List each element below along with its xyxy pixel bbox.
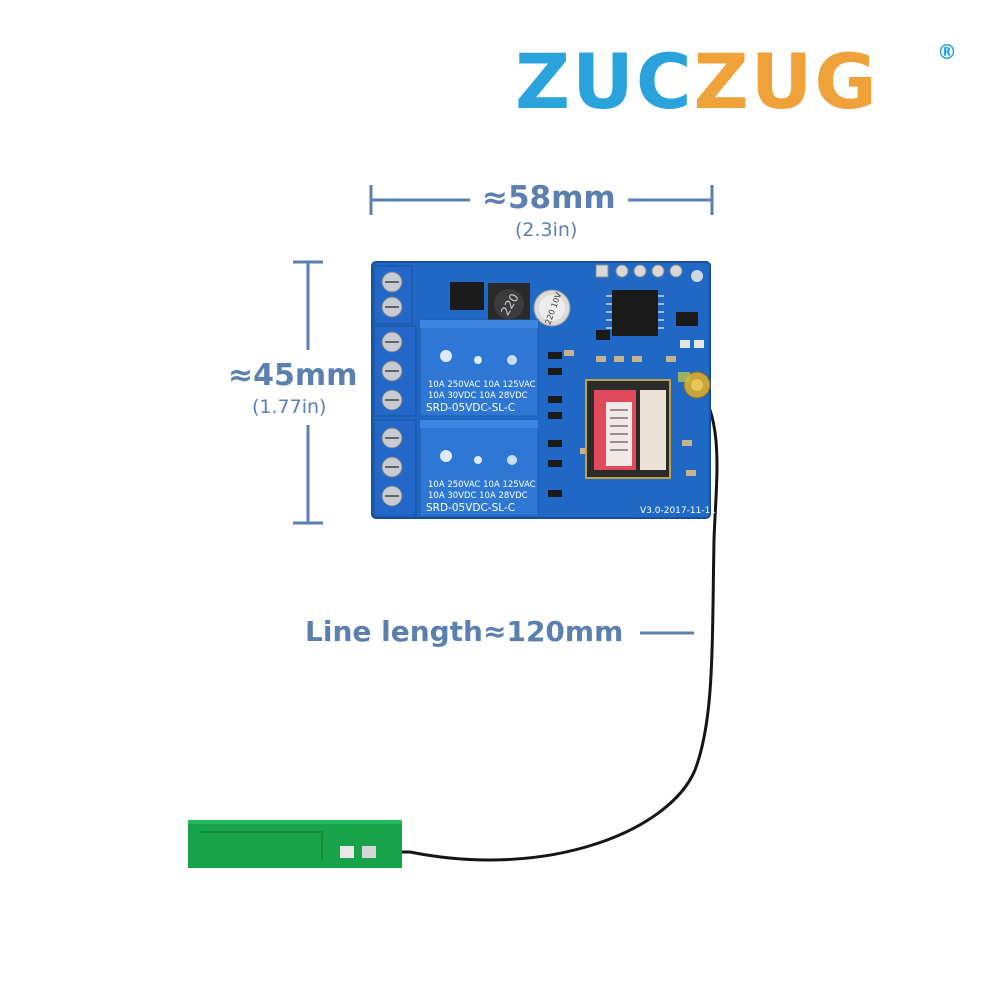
relay-2-rating-line1: 10A 250VAC 10A 125VAC xyxy=(428,480,536,490)
gsm-module xyxy=(585,379,671,479)
brand-logo: ZUCZUG ® xyxy=(515,40,957,122)
height-dimension-line xyxy=(293,260,323,525)
relay-1-rating-line1: 10A 250VAC 10A 125VAC xyxy=(428,380,536,390)
relay-board-pcb: 220 220 10V xyxy=(371,261,716,519)
line-length-label: Line length≈120mm xyxy=(305,615,624,648)
brand-logo-blue: ZUC xyxy=(515,37,694,126)
relay-2: 10A 250VAC 10A 125VAC 10A 30VDC 10A 28VD… xyxy=(419,419,539,517)
small-ic xyxy=(676,312,698,326)
version-silkscreen: V3.0-2017-11-11 xyxy=(640,506,716,516)
relay-2-rating-line2: 10A 30VDC 10A 28VDC xyxy=(428,491,528,501)
electrolytic-capacitor: 220 10V xyxy=(533,289,571,327)
width-dimension-line xyxy=(369,185,714,215)
header-pads xyxy=(595,264,683,278)
mounting-hole xyxy=(691,270,703,282)
terminal-block-power xyxy=(373,265,413,325)
terminal-block-relay1 xyxy=(373,325,417,417)
registered-mark: ® xyxy=(937,40,959,64)
relay-2-model: SRD-05VDC-SL-C xyxy=(426,502,515,514)
height-label: ≈45mm xyxy=(228,358,358,393)
power-inductor: 220 xyxy=(488,283,530,325)
width-label: ≈58mm xyxy=(482,180,616,216)
relay-1-model: SRD-05VDC-SL-C xyxy=(426,402,515,414)
voltage-regulator xyxy=(450,282,484,310)
width-sub-label: (2.3in) xyxy=(515,219,578,241)
relay-1: 10A 250VAC 10A 125VAC 10A 30VDC 10A 28VD… xyxy=(419,319,539,417)
relay-1-rating-line2: 10A 30VDC 10A 28VDC xyxy=(428,391,528,401)
terminal-block-relay2 xyxy=(373,419,417,517)
antenna-pcb xyxy=(188,820,402,868)
brand-logo-orange: ZUG xyxy=(693,37,879,126)
antenna-connector xyxy=(678,371,711,399)
antenna-cable xyxy=(378,384,719,862)
height-sub-label: (1.77in) xyxy=(252,396,327,418)
microcontroller-chip xyxy=(606,290,664,336)
